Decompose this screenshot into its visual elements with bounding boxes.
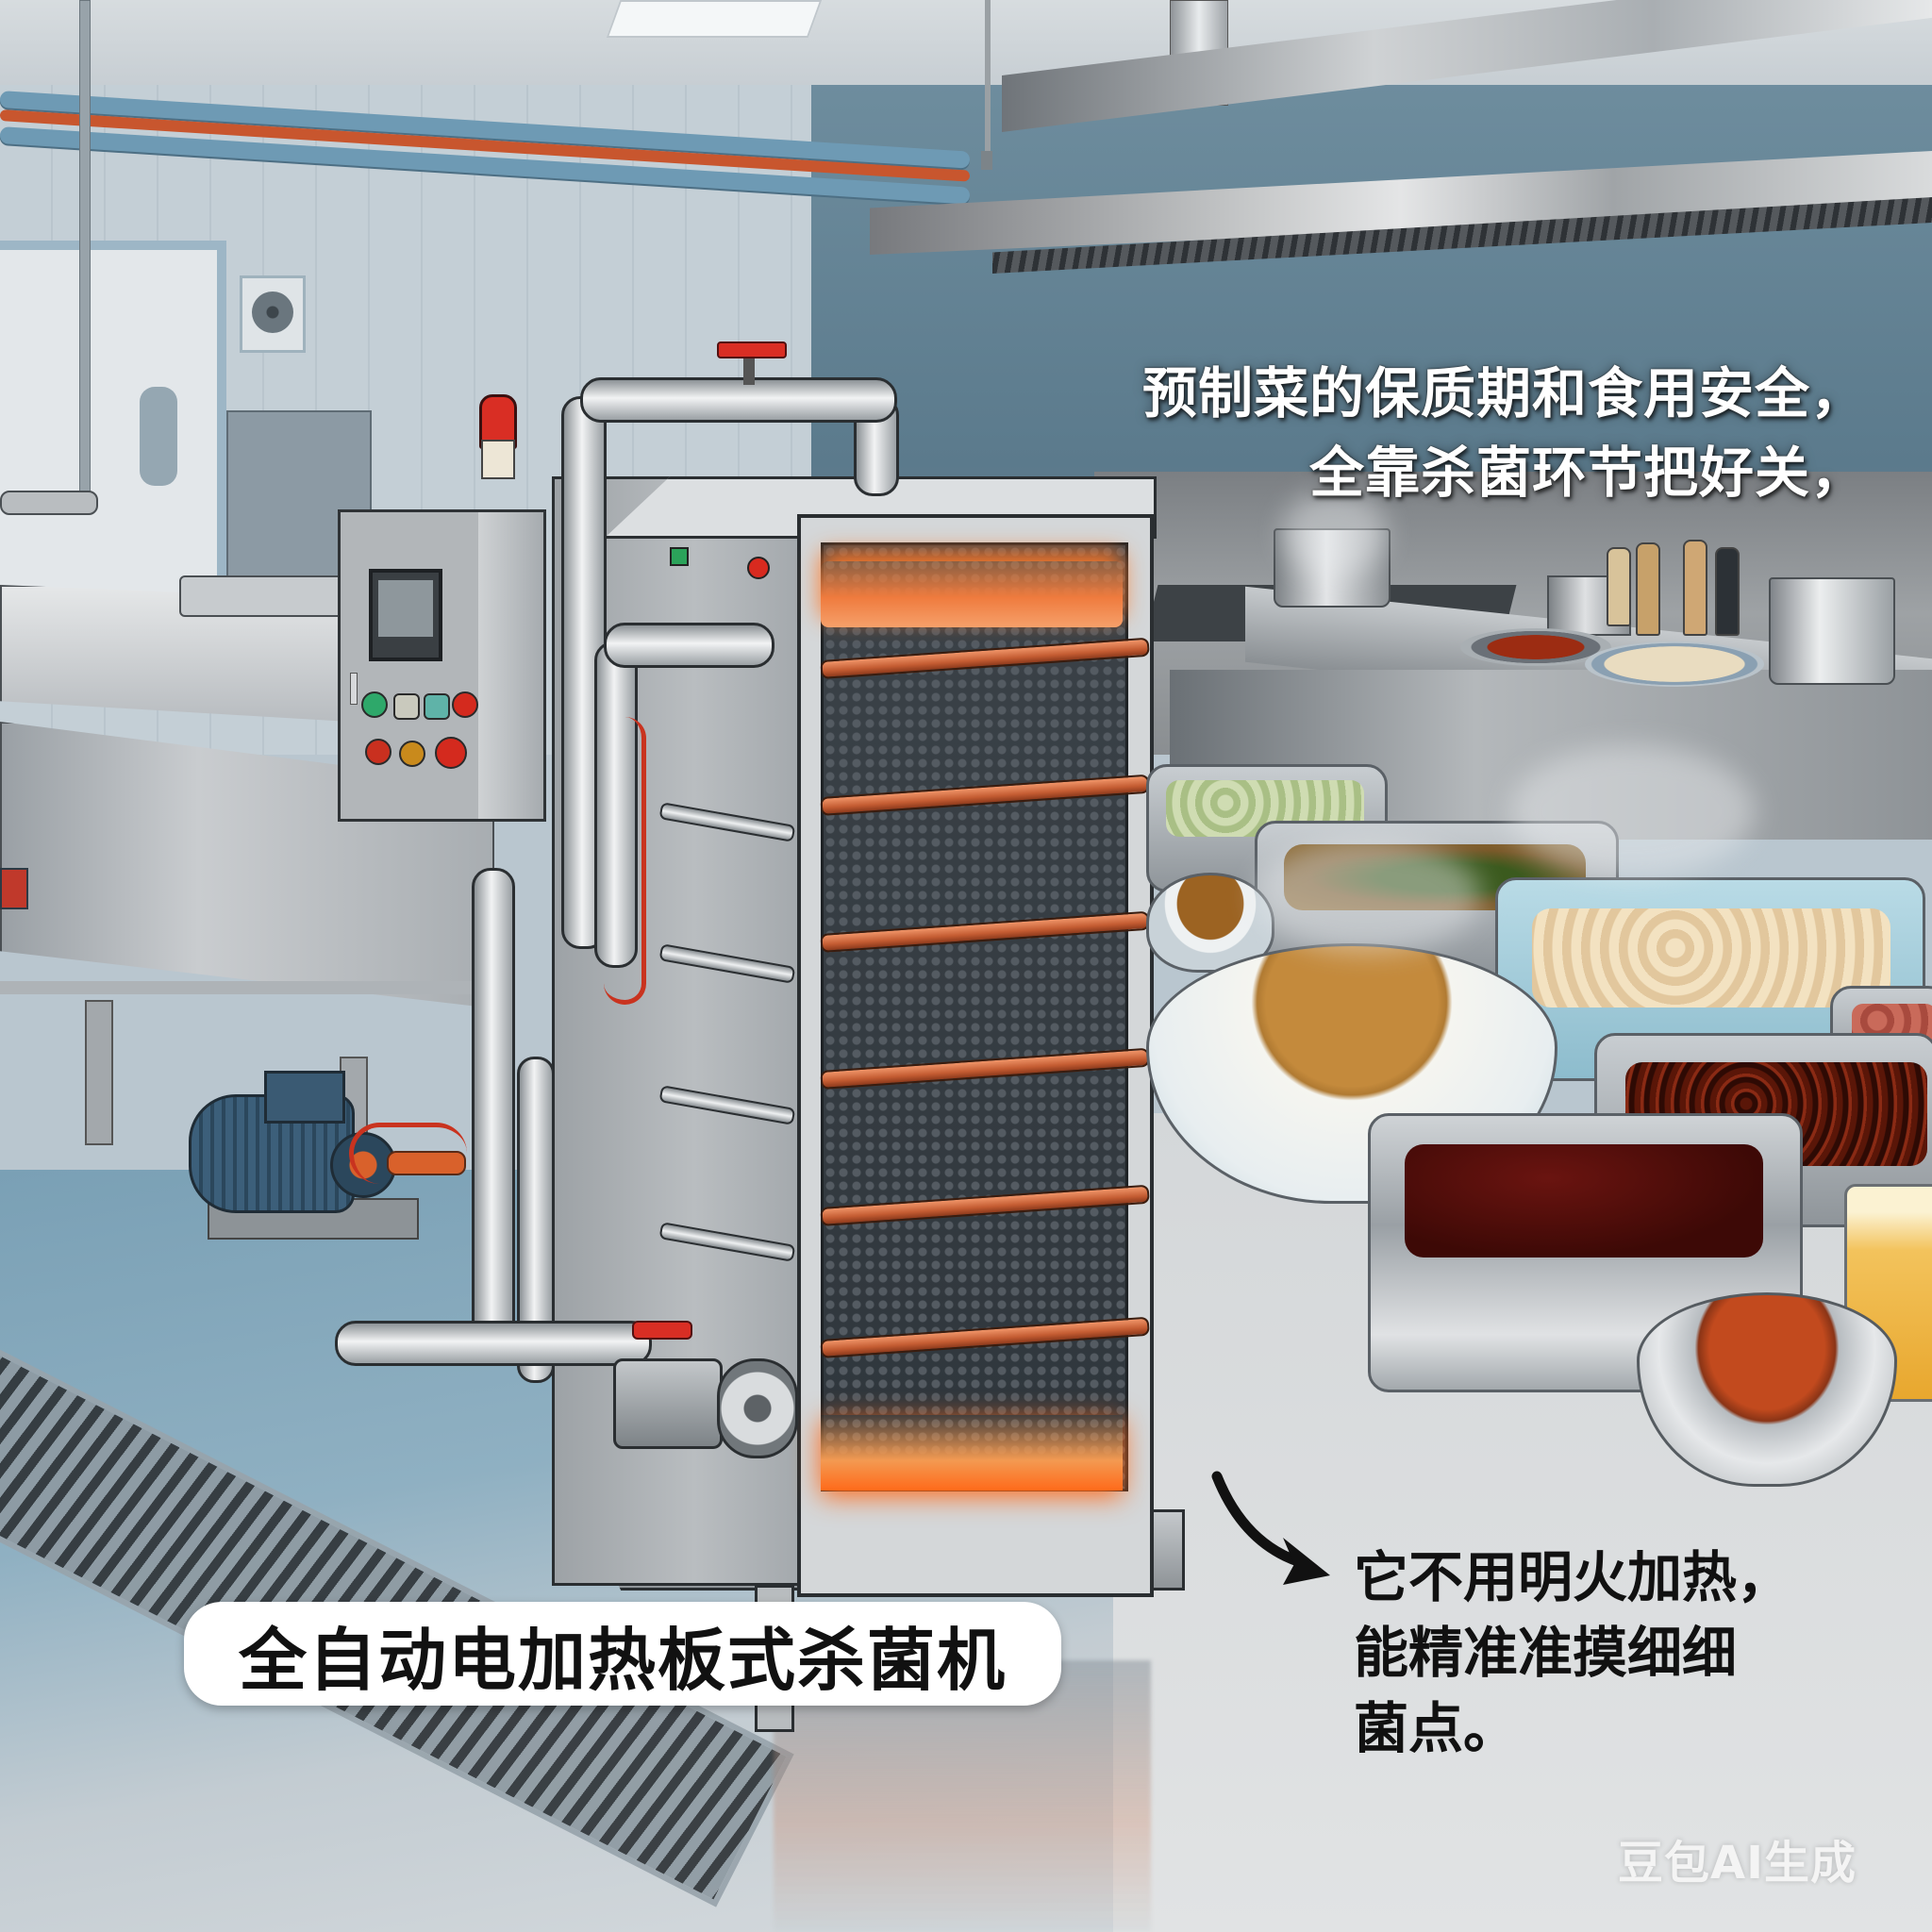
red-cable	[604, 717, 646, 1005]
emergency-stop-button	[435, 737, 467, 769]
control-screen	[369, 569, 442, 661]
side-caption-line-1: 它不用明火加热，	[1354, 1545, 1792, 1609]
pipe-horizontal-bottom	[335, 1321, 652, 1366]
floor-reflection	[774, 1660, 1151, 1932]
tofu	[1532, 908, 1890, 1008]
hood-hanger-rod	[985, 0, 991, 170]
side-caption-line-3: 菌点。	[1354, 1696, 1519, 1760]
machine-label: 全自动电加热板式杀菌机	[238, 1620, 1007, 1700]
fan-blade	[252, 291, 293, 333]
side-caption-line-2: 能精准准摸细细	[1354, 1621, 1738, 1685]
ai-watermark: 豆包AI生成	[1618, 1837, 1857, 1890]
tank-leg	[85, 1000, 113, 1145]
side-caption: 它不用明火加热， 能精准准摸细细 菌点。	[1354, 1540, 1844, 1766]
button-switch	[393, 693, 420, 720]
hood-hanger-clamp	[981, 151, 992, 170]
motor-terminal-box	[264, 1071, 345, 1124]
curved-arrow-icon	[1211, 1471, 1330, 1585]
bottom-valve-body	[613, 1358, 723, 1449]
red-cable	[349, 1123, 467, 1184]
button-amber	[399, 741, 425, 767]
pipe-vertical	[472, 868, 515, 1355]
valve-stem	[743, 353, 755, 385]
top-caption-line-2: 全靠杀菌环节把好关，	[1308, 441, 1866, 505]
top-valve-handle-icon	[717, 341, 787, 358]
dumpling-plate	[1585, 641, 1764, 687]
steaming-pot	[1274, 528, 1391, 608]
heating-glow-bottom	[821, 1415, 1123, 1491]
button-red-stop	[365, 739, 391, 765]
bottom-valve-handle-icon	[632, 1321, 692, 1340]
bottle-oil	[1636, 542, 1660, 636]
status-light-red	[747, 557, 770, 579]
bottle-light	[1607, 547, 1631, 626]
heating-glow-top	[821, 561, 1123, 627]
bottle-vinegar	[1683, 540, 1707, 636]
pipe-horizontal-top	[580, 377, 897, 423]
tank-lid	[179, 575, 343, 617]
button-teal	[424, 693, 450, 720]
tank-valve-icon	[0, 868, 28, 909]
top-caption: 预制菜的保质期和食用安全， 全靠杀菌环节把好关，	[1142, 354, 1866, 512]
bottle-soy-sauce	[1715, 547, 1740, 636]
tank-frame	[0, 981, 472, 1136]
pipe-horizontal-mid	[604, 623, 774, 668]
vertical-pole	[79, 0, 91, 492]
screen-display	[378, 580, 433, 637]
machine-label-pill: 全自动电加热板式杀菌机	[184, 1602, 1061, 1706]
button-red	[452, 691, 478, 718]
pipe-flange	[717, 1358, 798, 1458]
pipe-vertical	[594, 641, 638, 968]
steam	[1283, 491, 1387, 575]
door-handle	[350, 673, 358, 705]
hood-top-panel	[1002, 0, 1932, 133]
dark-sauce	[1405, 1144, 1763, 1257]
status-light-green	[670, 547, 689, 566]
door-window	[140, 387, 177, 486]
alarm-beacon-base	[481, 440, 515, 479]
top-caption-line-1: 预制菜的保质期和食用安全，	[1141, 361, 1866, 425]
wall-fan-icon	[240, 275, 306, 353]
tank-inlet-pipe	[0, 491, 98, 515]
stock-pot	[1769, 577, 1895, 685]
steam	[1509, 745, 1755, 877]
ceiling-light	[606, 0, 823, 38]
red-sauce-bowl	[1637, 1292, 1897, 1487]
range-hood	[870, 0, 1932, 302]
button-green	[361, 691, 388, 718]
steam	[1255, 840, 1481, 953]
control-box	[338, 509, 546, 822]
